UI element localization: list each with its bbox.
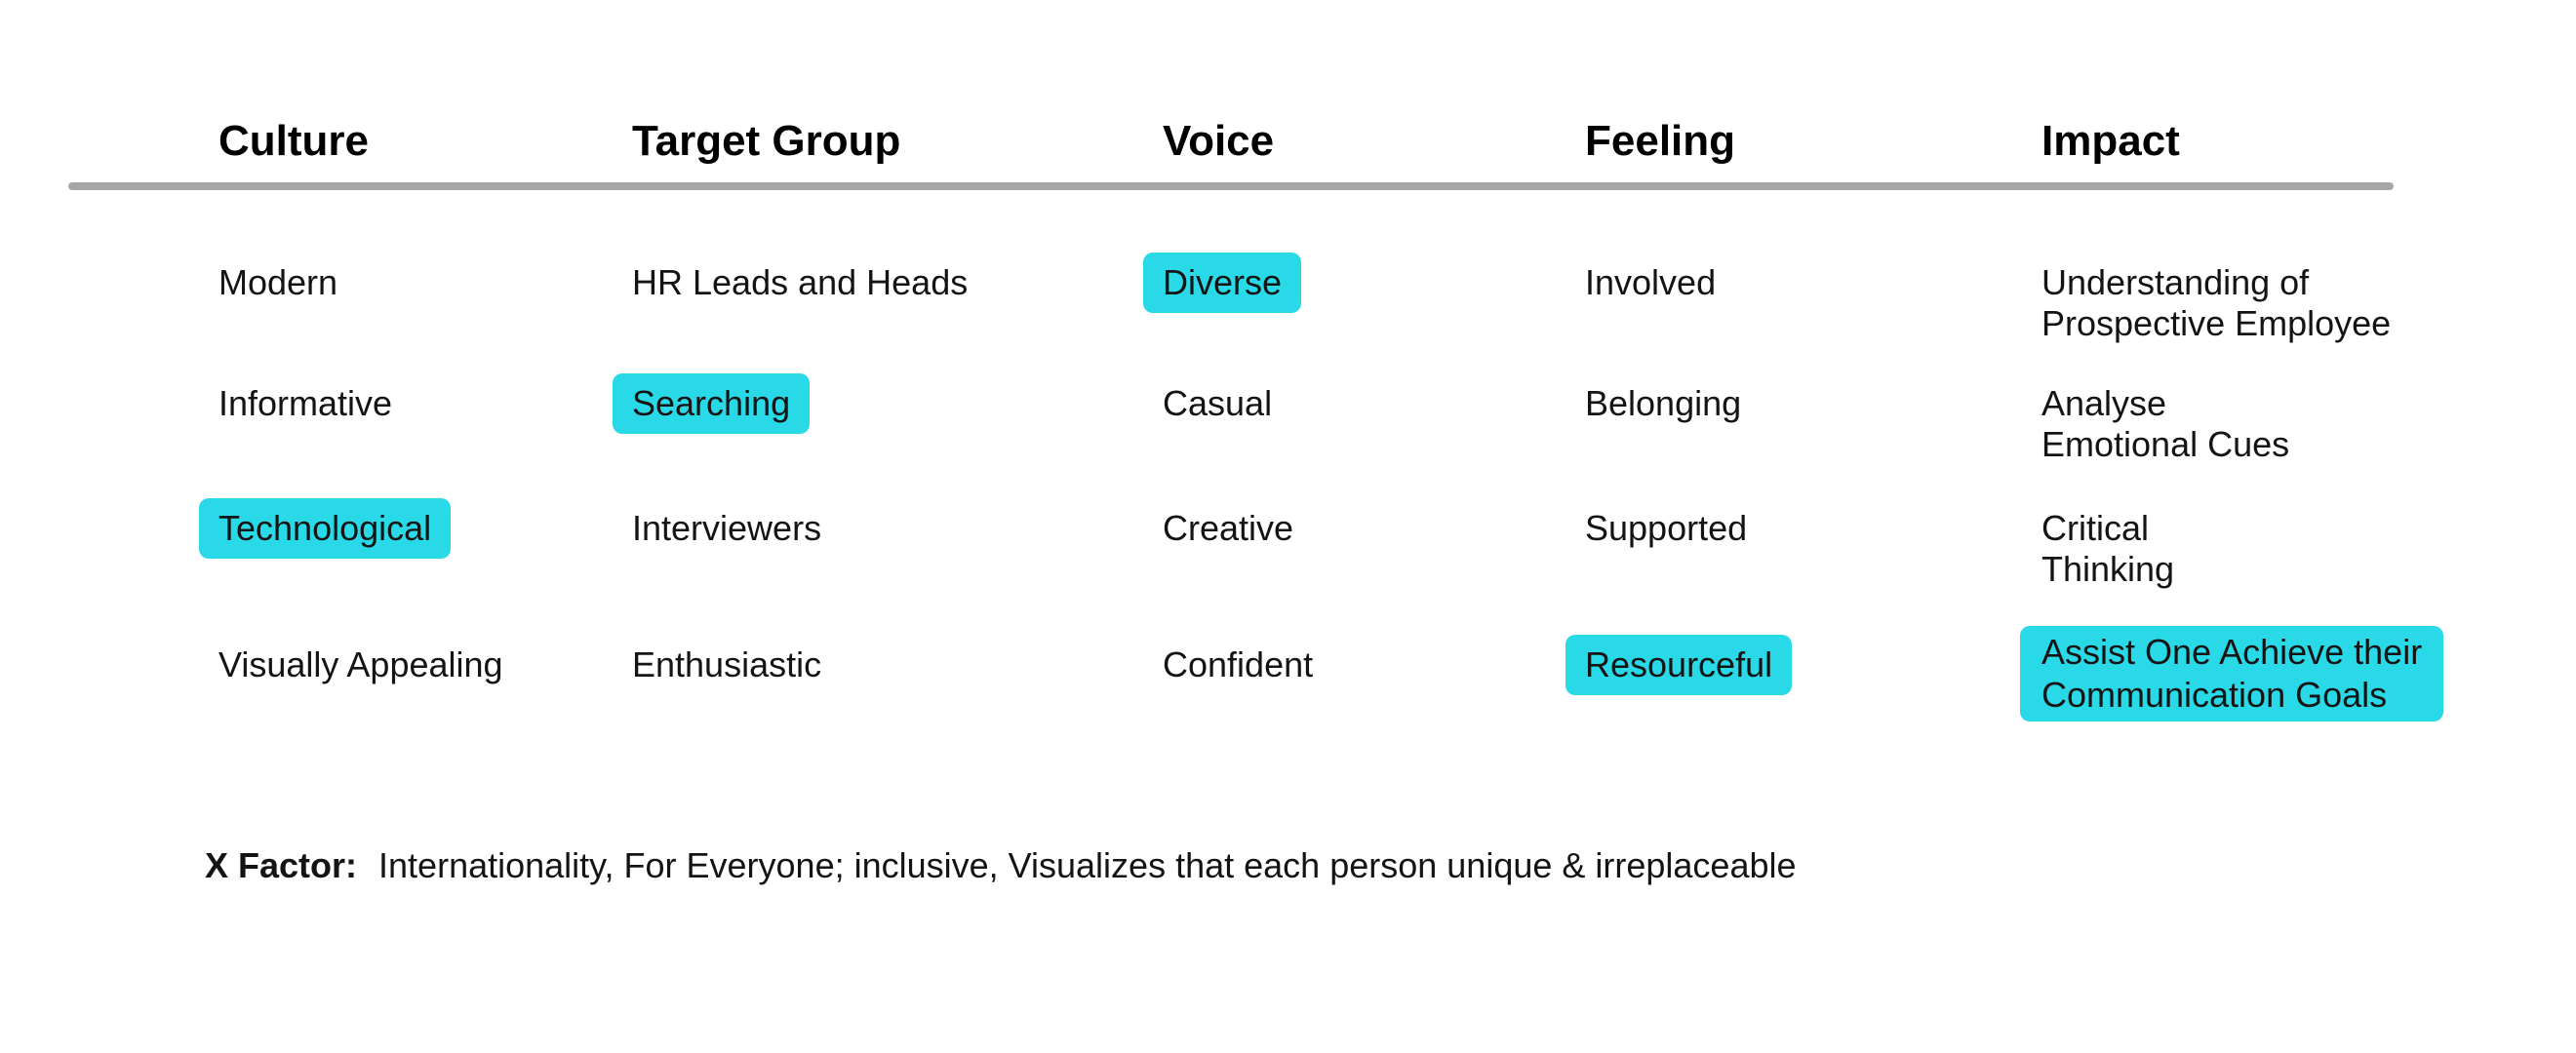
cell-target-searching: Searching	[613, 373, 811, 434]
cell-culture-technological: Technological	[199, 498, 452, 559]
x-factor-label: X Factor:	[205, 845, 358, 885]
cell-voice-creative: Creative	[1163, 508, 1294, 548]
cell-voice-diverse: Diverse	[1143, 253, 1302, 313]
highlight-chip: Searching	[613, 373, 811, 434]
cell-impact-understanding: Understanding of Prospective Employee	[2041, 262, 2391, 344]
cell-impact-analyse: Analyse Emotional Cues	[2041, 383, 2289, 465]
impact-line-2: Emotional Cues	[2041, 424, 2290, 464]
highlight-chip: Diverse	[1143, 253, 1302, 313]
cell-target-hr-leads: HR Leads and Heads	[632, 262, 969, 302]
column-header-culture: Culture	[218, 117, 369, 165]
x-factor-text: Internationality, For Everyone; inclusiv…	[378, 845, 1797, 885]
header-divider-line	[68, 182, 2394, 190]
impact-line-1: Assist One Achieve their	[2041, 632, 2423, 672]
cell-target-enthusiastic: Enthusiastic	[632, 644, 822, 684]
cell-impact-critical: Critical Thinking	[2041, 508, 2174, 590]
cell-voice-casual: Casual	[1163, 383, 1273, 423]
x-factor-note: X Factor: Internationality, For Everyone;…	[205, 844, 1797, 887]
cell-culture-modern: Modern	[218, 262, 338, 302]
cell-feeling-belonging: Belonging	[1585, 383, 1742, 423]
highlight-chip: Resourceful	[1565, 635, 1793, 695]
column-header-impact: Impact	[2041, 117, 2180, 165]
cell-feeling-involved: Involved	[1585, 262, 1717, 302]
cell-feeling-supported: Supported	[1585, 508, 1748, 548]
cell-culture-visually-appealing: Visually Appealing	[218, 644, 503, 684]
cell-culture-informative: Informative	[218, 383, 393, 423]
highlight-chip: Assist One Achieve their Communication G…	[2020, 626, 2444, 722]
impact-line-1: Analyse	[2041, 383, 2167, 423]
column-header-target-group: Target Group	[632, 117, 901, 165]
cell-target-interviewers: Interviewers	[632, 508, 822, 548]
impact-line-2: Thinking	[2041, 549, 2175, 589]
column-header-voice: Voice	[1163, 117, 1275, 165]
cell-voice-confident: Confident	[1163, 644, 1314, 684]
cell-feeling-resourceful: Resourceful	[1565, 635, 1793, 695]
impact-line-1: Understanding of	[2041, 262, 2310, 302]
impact-line-2: Communication Goals	[2041, 675, 2388, 715]
impact-line-2: Prospective Employee	[2041, 303, 2392, 343]
impact-line-1: Critical	[2041, 508, 2150, 548]
highlight-chip: Technological	[199, 498, 452, 559]
cell-impact-assist-goals: Assist One Achieve their Communication G…	[2020, 626, 2444, 722]
column-header-feeling: Feeling	[1585, 117, 1736, 165]
